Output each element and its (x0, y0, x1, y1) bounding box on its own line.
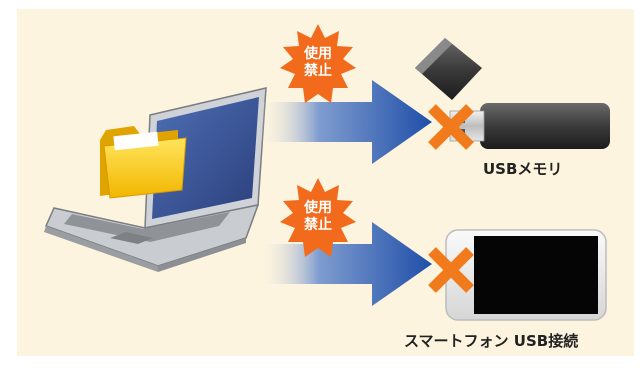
smartphone-icon (445, 229, 607, 321)
prohibited-badge-usb: 使用 禁止 (298, 46, 338, 80)
x-mark-icon (428, 104, 474, 150)
badge-line2: 禁止 (304, 217, 332, 233)
badge-line2: 禁止 (304, 63, 332, 79)
arrow-to-smartphone (258, 222, 432, 306)
badge-line1: 使用 (304, 46, 332, 62)
prohibited-badge-smartphone: 使用 禁止 (298, 200, 338, 234)
arrow-to-usb (258, 80, 432, 164)
usb-memory-label: USBメモリ (483, 160, 563, 178)
badge-line1: 使用 (304, 200, 332, 216)
smartphone-usb-label: スマートフォン USB接続 (404, 332, 579, 350)
usb-cap-icon (415, 38, 482, 100)
prohibited-burst-icon (280, 178, 356, 257)
folder-icon (100, 126, 187, 199)
laptop-icon (44, 87, 267, 272)
x-mark-icon (428, 247, 474, 293)
usb-drive-icon (449, 103, 610, 149)
prohibited-burst-icon (280, 24, 356, 103)
